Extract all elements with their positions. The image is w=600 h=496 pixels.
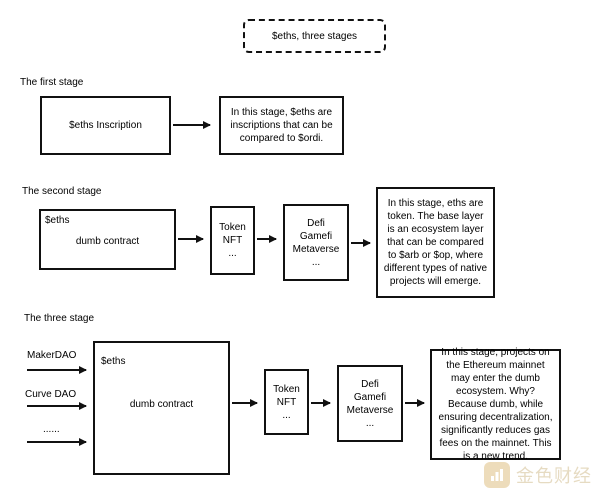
stage1-inscription-label: $eths Inscription	[69, 120, 142, 131]
watermark: 金色财经	[484, 462, 592, 488]
stage1-description-box: In this stage, $eths are inscriptions th…	[219, 96, 344, 155]
stage3-heading: The three stage	[24, 313, 95, 324]
stage3-token-nft-label: Token NFT ...	[273, 383, 300, 421]
stage3-input-more: ......	[43, 424, 60, 435]
stage3-description: In this stage, projects on the Ethereum …	[438, 347, 553, 462]
stage2-token-nft-label: Token NFT ...	[219, 222, 246, 259]
stage2-token-nft-box: Token NFT ...	[210, 206, 255, 275]
stage3-dumb-contract-label: dumb contract	[129, 399, 194, 410]
stage2-heading: The second stage	[22, 186, 102, 197]
golden-finance-logo-icon	[484, 462, 510, 488]
stage2-dumb-contract-box: $eths dumb contract	[39, 209, 176, 270]
stage1-inscription-box: $eths Inscription	[40, 96, 171, 155]
stage3-eths-label: $eths	[101, 356, 126, 367]
stage2-defi-label: Defi Gamefi Metaverse ...	[292, 217, 340, 268]
stage3-description-box: In this stage, projects on the Ethereum …	[430, 347, 561, 462]
stage2-description-box: In this stage, eths are token. The base …	[376, 187, 495, 298]
stage1-description: In this stage, $eths are inscriptions th…	[230, 107, 333, 144]
stage3-input-curvedao: Curve DAO	[25, 389, 77, 400]
stage2-description: In this stage, eths are token. The base …	[383, 198, 488, 287]
diagram-title: $eths, three stages	[271, 30, 358, 42]
stage3-input-makerdao: MakerDAO	[27, 350, 77, 361]
stage1-heading: The first stage	[20, 77, 84, 88]
stage3-defi-label: Defi Gamefi Metaverse ...	[346, 378, 394, 429]
stage2-defi-box: Defi Gamefi Metaverse ...	[283, 204, 349, 281]
stage2-eths-label: $eths	[45, 215, 70, 226]
stage3-defi-box: Defi Gamefi Metaverse ...	[337, 365, 403, 442]
stage3-dumb-contract-box: $eths dumb contract	[93, 341, 230, 475]
diagram-title-box: $eths, three stages	[243, 19, 386, 53]
stage3-token-nft-box: Token NFT ...	[264, 369, 309, 435]
stage2-dumb-contract-label: dumb contract	[75, 236, 140, 247]
watermark-text: 金色财经	[516, 466, 592, 487]
